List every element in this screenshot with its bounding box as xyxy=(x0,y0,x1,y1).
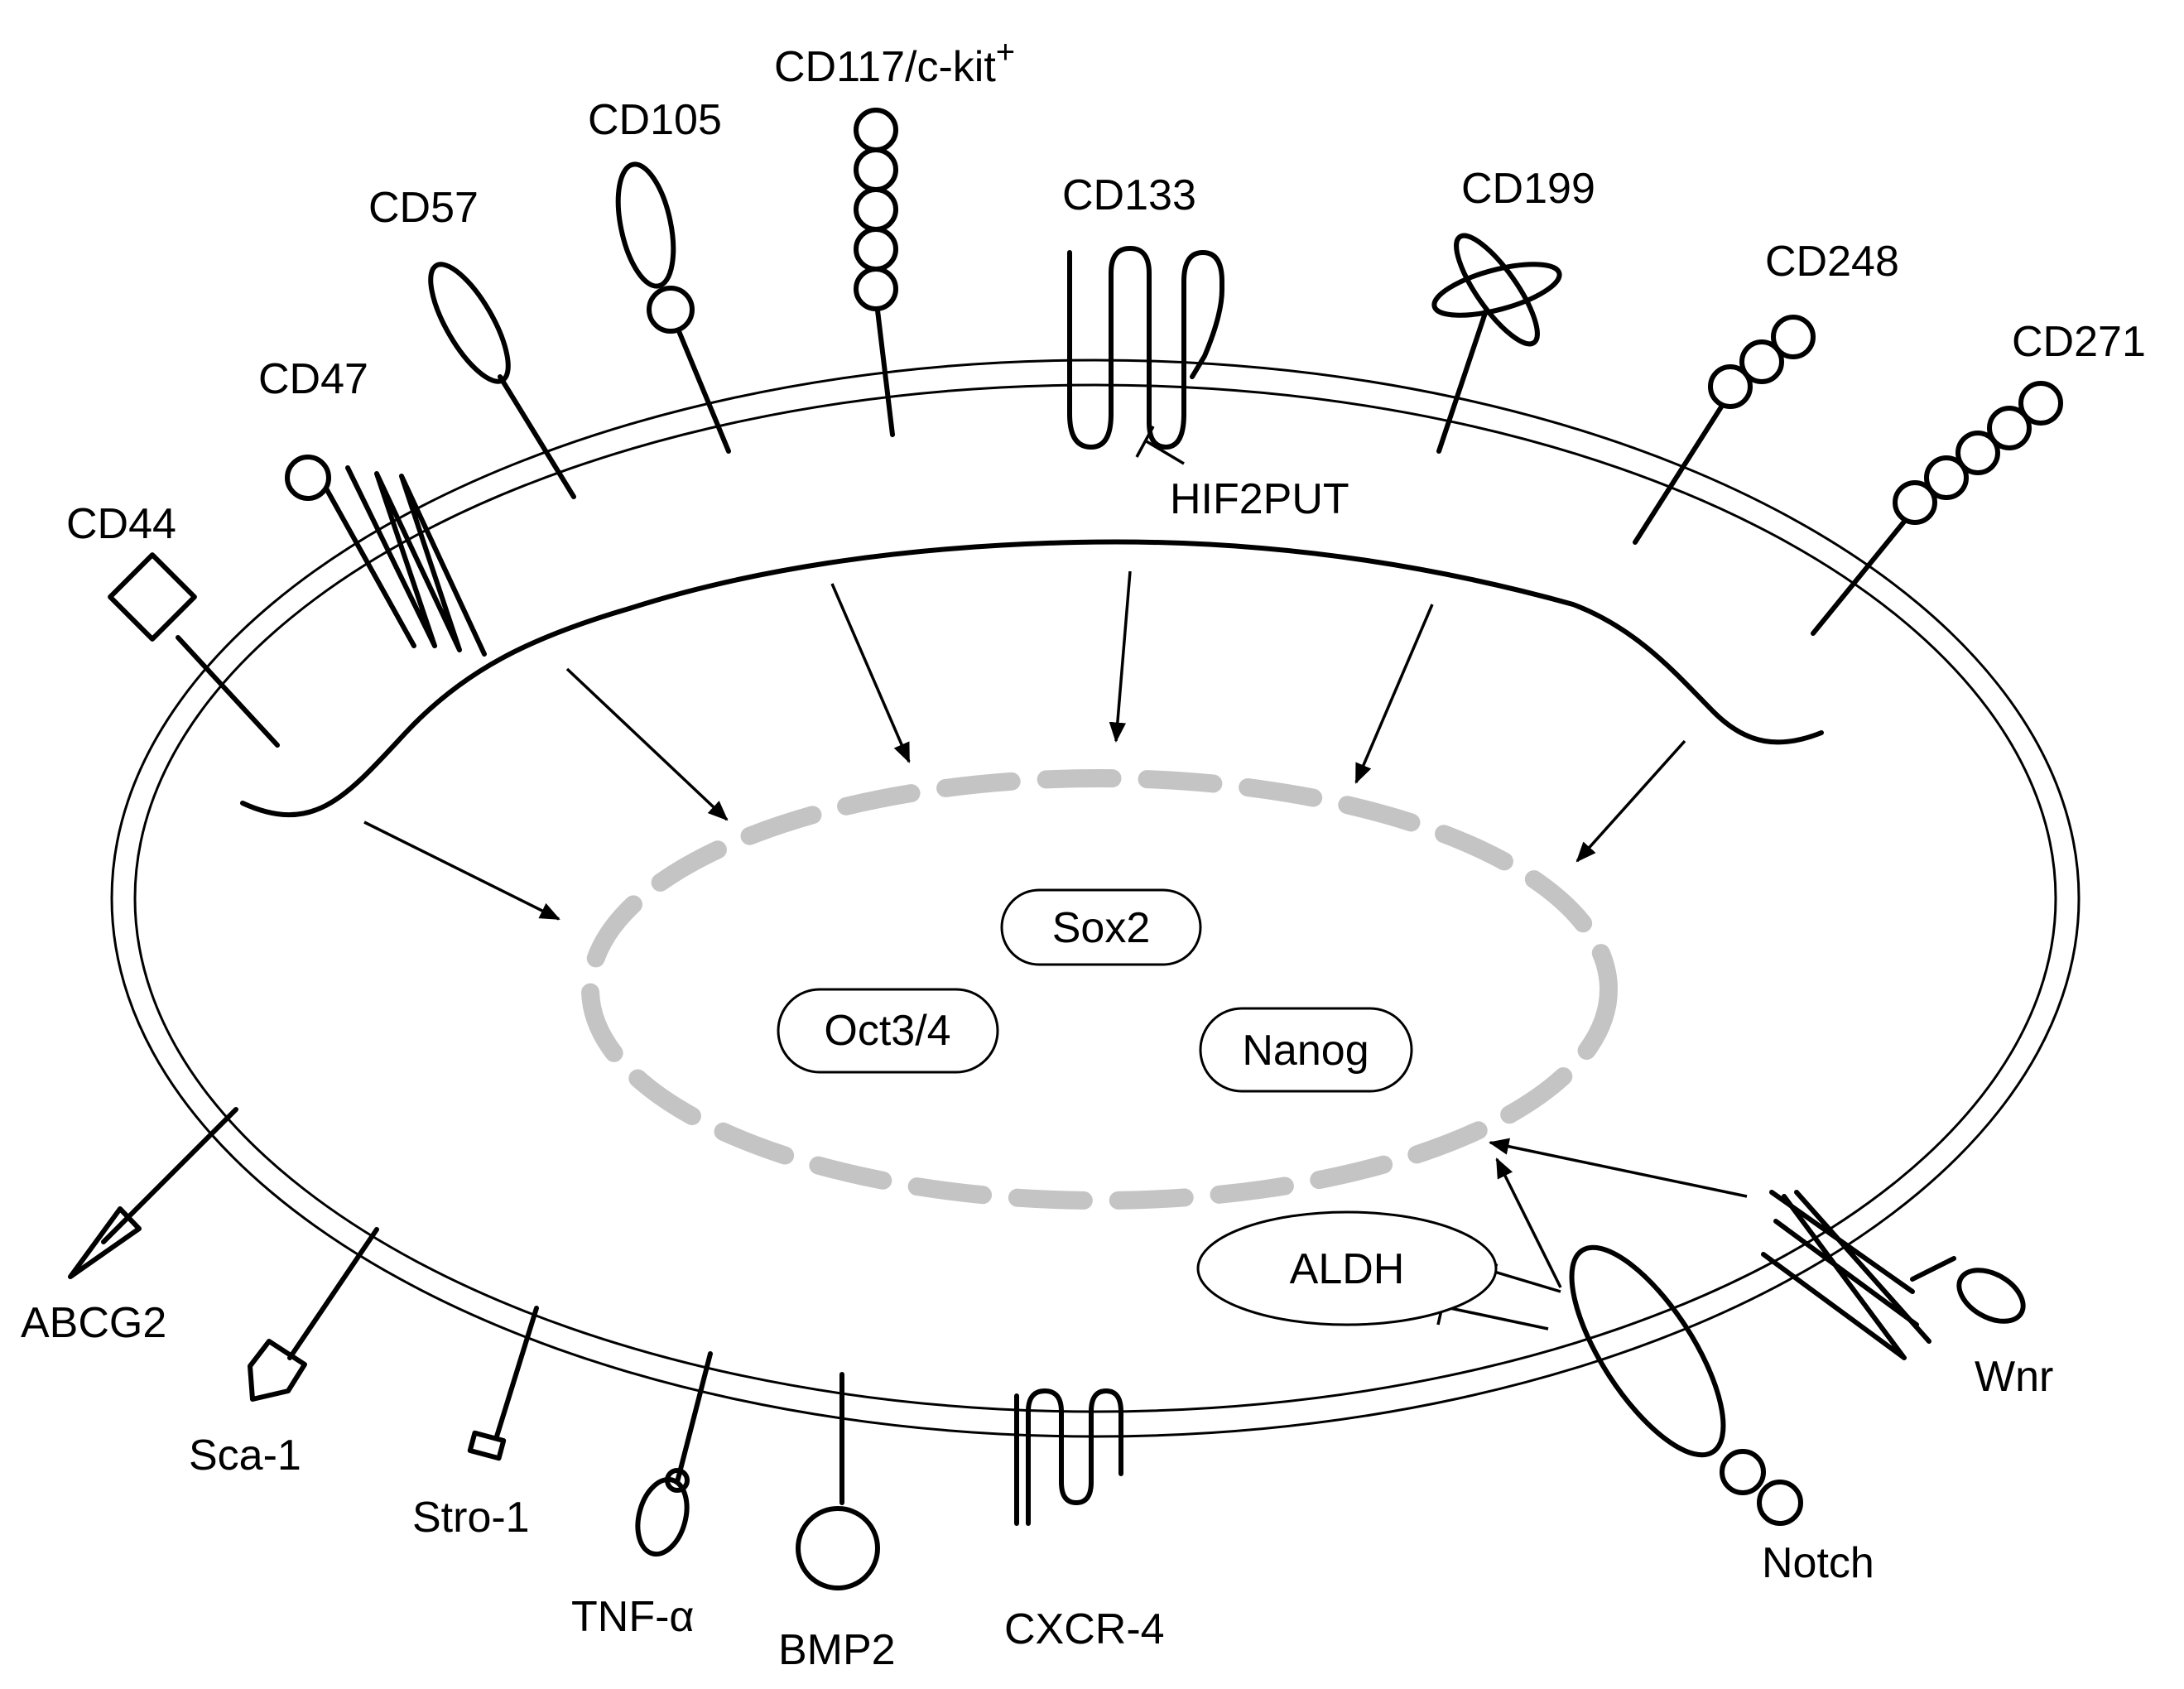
signal-arrows xyxy=(363,426,1748,1331)
label-notch: Notch xyxy=(1762,1539,1874,1587)
marker-cd248 xyxy=(1633,315,1816,545)
marker-wnr xyxy=(1761,1190,2026,1360)
marker-cd117 xyxy=(854,108,898,437)
marker-sca1 xyxy=(248,1227,379,1402)
label-cd133: CD133 xyxy=(1062,171,1196,219)
label-sca1: Sca-1 xyxy=(189,1432,301,1480)
enzyme-aldh: ALDH xyxy=(1196,1210,1498,1326)
label-tnfa: TNF-α xyxy=(571,1593,694,1641)
label-cd57: CD57 xyxy=(368,184,479,232)
marker-cd105 xyxy=(615,161,731,454)
marker-bmp2 xyxy=(796,1372,880,1590)
marker-cd57 xyxy=(428,262,576,499)
marker-cd44 xyxy=(108,552,280,748)
marker-cd133 xyxy=(1067,246,1224,450)
label-cd117: CD117/c-kit+ xyxy=(774,34,1015,91)
label-cd105: CD105 xyxy=(588,96,722,144)
nuclear-envelope xyxy=(581,769,1618,1210)
marker-cd199 xyxy=(1431,233,1562,454)
label-abcg2: ABCG2 xyxy=(21,1299,166,1347)
label-bmp2: BMP2 xyxy=(778,1626,896,1674)
marker-abcg2 xyxy=(68,1107,238,1279)
marker-tnfa xyxy=(635,1351,713,1557)
factor-sox2: Sox2 xyxy=(1000,888,1202,966)
marker-stro1 xyxy=(467,1306,539,1461)
marker-cxcr4 xyxy=(1014,1388,1123,1526)
signaling-curve xyxy=(240,539,1824,818)
label-cd44: CD44 xyxy=(66,500,176,548)
label-cd271: CD271 xyxy=(2012,318,2146,366)
factor-nanog: Nanog xyxy=(1199,1007,1413,1093)
label-cd199: CD199 xyxy=(1461,165,1595,213)
svg-text:ALDH: ALDH xyxy=(1290,1245,1405,1293)
label-hif2put: HIF2PUT xyxy=(1170,475,1349,523)
label-cd248: CD248 xyxy=(1765,238,1899,286)
factor-oct34: Oct3/4 xyxy=(777,988,999,1074)
marker-cd47 xyxy=(285,455,487,657)
svg-text:Oct3/4: Oct3/4 xyxy=(824,1007,950,1055)
cell-membrane xyxy=(110,358,2081,1438)
label-cxcr4: CXCR-4 xyxy=(1004,1605,1165,1653)
marker-notch xyxy=(1569,1244,1803,1526)
svg-text:Nanog: Nanog xyxy=(1242,1027,1369,1075)
label-cd47: CD47 xyxy=(258,355,368,403)
label-wnr: Wnr xyxy=(1975,1353,2053,1401)
svg-text:Sox2: Sox2 xyxy=(1052,904,1151,952)
label-stro1: Stro-1 xyxy=(412,1494,530,1542)
marker-cd271 xyxy=(1811,381,2063,636)
